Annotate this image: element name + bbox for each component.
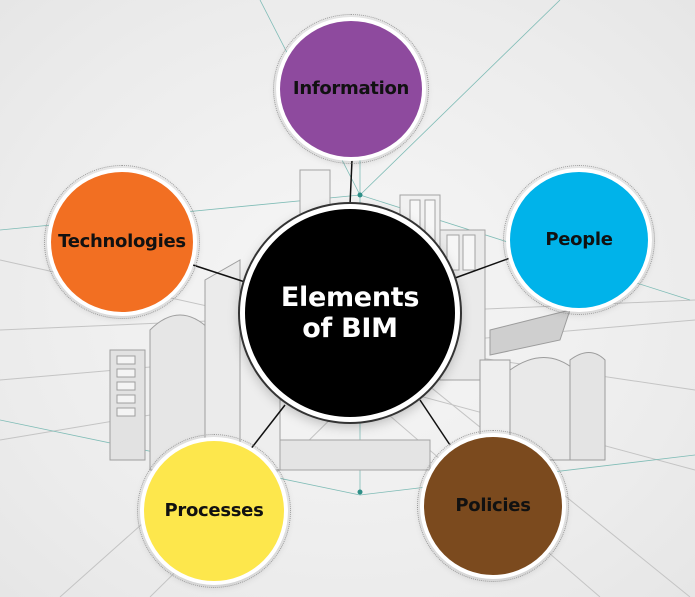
connector-lines: [192, 159, 511, 451]
node-processes-label: Processes: [164, 500, 264, 522]
node-policies-label: Policies: [455, 495, 531, 517]
node-people-label: People: [545, 229, 613, 251]
node-technologies: Technologies: [44, 165, 200, 319]
buildings-right: [479, 309, 606, 461]
node-policies: Policies: [417, 430, 569, 582]
node-information: Information: [273, 14, 429, 164]
node-information-label: Information: [292, 78, 410, 100]
node-center-elements-of-bim: Elements of BIM: [240, 204, 460, 422]
node-people: People: [503, 165, 655, 315]
node-processes: Processes: [137, 434, 291, 588]
node-technologies-label: Technologies: [58, 231, 186, 253]
center-label: Elements of BIM: [280, 281, 420, 344]
